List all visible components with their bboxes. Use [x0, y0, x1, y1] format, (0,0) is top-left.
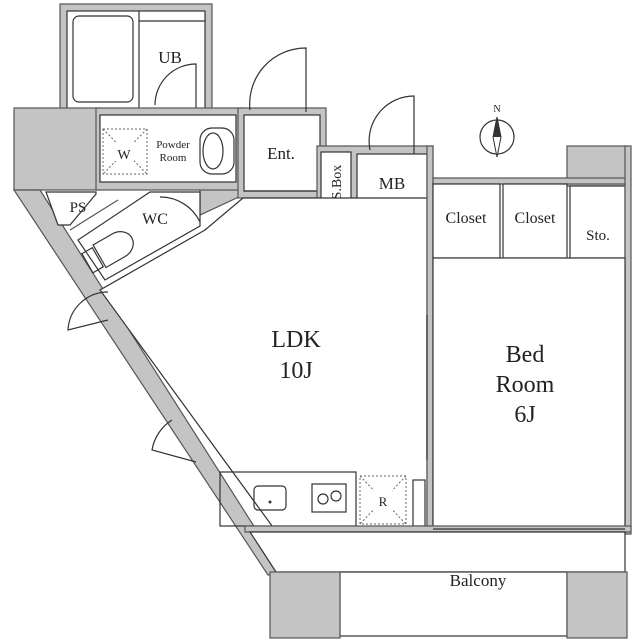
- room-label-closet-2: Closet: [515, 210, 556, 227]
- wall: [432, 177, 628, 185]
- room-label-ldk: LDK: [271, 327, 321, 353]
- stove-icon: [311, 483, 347, 513]
- unit-bath: UB: [59, 3, 213, 112]
- door-icon: [159, 196, 201, 223]
- powder-room: W Powder Room: [95, 107, 245, 191]
- room-label-ldk-size: 10J: [279, 358, 312, 384]
- bedroom: [432, 257, 626, 529]
- door-icon: [249, 47, 307, 112]
- wc: PS WC: [45, 191, 201, 281]
- door-icon: [368, 95, 415, 154]
- sink-icon: [253, 485, 287, 511]
- door-icon: [154, 63, 197, 112]
- room-label-entrance: Ent.: [267, 144, 295, 163]
- room-label-powder: Powder: [156, 139, 190, 151]
- room-label-fridge: R: [379, 494, 388, 509]
- room-label-meter-box: MB: [379, 174, 405, 193]
- closet-2: [502, 183, 568, 259]
- toilet-icon: [81, 231, 134, 274]
- room-label-washer: W: [117, 148, 131, 163]
- storage: [569, 185, 626, 259]
- room-label-shoe-box: S.Box: [330, 165, 345, 200]
- wall-block: [13, 107, 101, 191]
- bathtub-icon: [72, 15, 134, 103]
- room-label-bedroom: Room: [496, 372, 555, 398]
- north-arrow-icon: N: [479, 104, 515, 158]
- room-label-bedroom-size: 6J: [514, 402, 535, 428]
- room-label-powder-room: Room: [160, 152, 187, 164]
- room-label-bed: Bed: [506, 342, 545, 368]
- washer-space: [102, 128, 148, 175]
- room-label-ps: PS: [70, 200, 87, 216]
- room-label-ub: UB: [158, 48, 182, 67]
- balcony: Balcony: [244, 525, 632, 639]
- sink-icon: [199, 127, 235, 175]
- room-label-storage: Sto.: [586, 228, 610, 244]
- fridge-space: [359, 475, 407, 525]
- room-label-wc: WC: [142, 211, 168, 228]
- north-label: N: [493, 104, 500, 115]
- ldk: LDK 10J R: [67, 145, 434, 531]
- window-door-icon: [67, 291, 109, 331]
- room-label-closet-1: Closet: [446, 210, 487, 227]
- window-door-icon: [151, 419, 197, 463]
- closet-1: [432, 183, 501, 259]
- entrance: Ent.: [237, 47, 327, 199]
- wall: [624, 145, 632, 535]
- room-label-balcony: Balcony: [450, 571, 507, 590]
- pipe-space: [45, 191, 97, 226]
